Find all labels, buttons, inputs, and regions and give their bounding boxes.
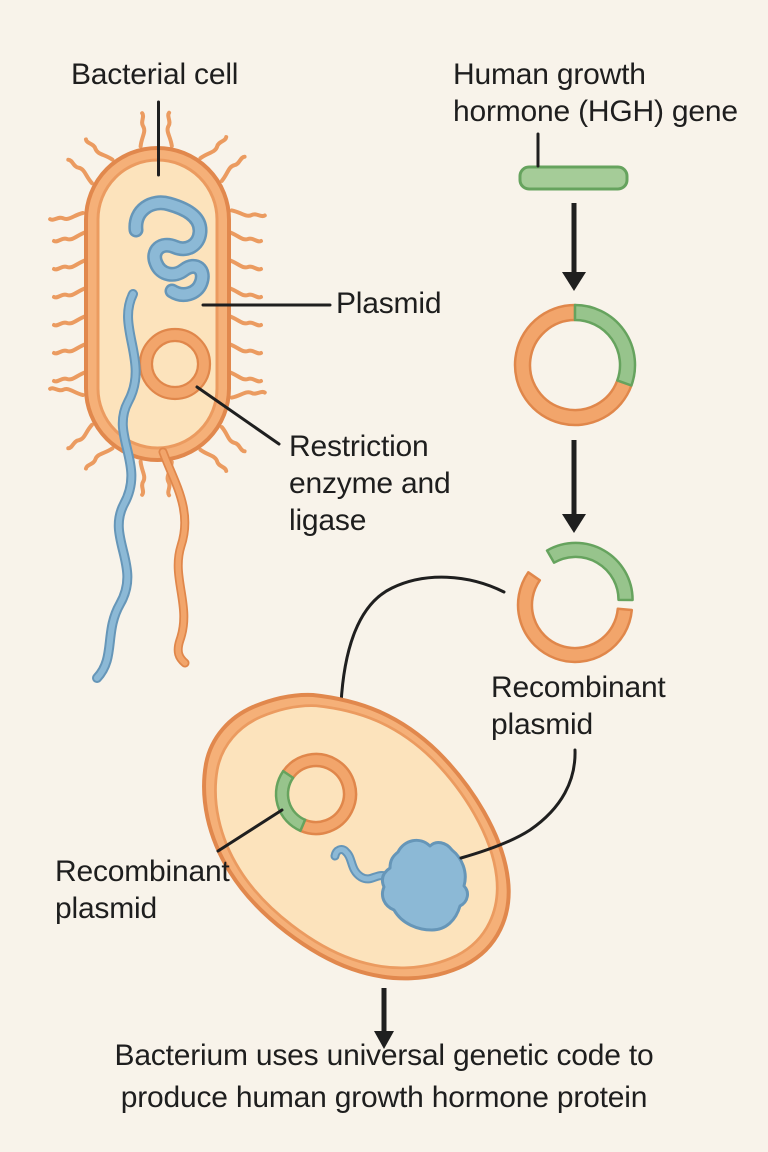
plasmid-segment: [513, 303, 633, 427]
bean-cell-cytoplasm: [214, 704, 499, 970]
recombinant-plasmid-right-leader-line: [459, 748, 577, 860]
hgh-gene-label: Human growth hormone (HGH) gene: [453, 58, 738, 128]
recombinant-plasmid-label-left: Recombinant plasmid: [55, 855, 230, 925]
arrow-down-icon: [374, 988, 394, 1049]
pilus: [66, 157, 94, 186]
pilus: [52, 342, 88, 356]
restriction-enzyme-leader-line: [195, 385, 281, 446]
pilus: [48, 211, 85, 222]
pilus: [52, 230, 88, 244]
plasmid-segment: [516, 571, 634, 664]
plasmid-with-gene-ring: [513, 303, 637, 427]
pilus: [227, 230, 263, 244]
restriction-enzyme-label: Restriction enzyme and ligase: [289, 430, 451, 537]
plasmid-label: Plasmid: [336, 287, 442, 320]
recombinant-plasmid-label-right: Recombinant plasmid: [491, 671, 666, 741]
pilus: [229, 208, 267, 219]
arrow-down-icon: [562, 203, 586, 291]
pilus: [229, 389, 267, 400]
pilus: [138, 459, 147, 497]
pilus: [66, 422, 94, 451]
pilus: [83, 446, 115, 471]
gene-segment: [545, 541, 634, 602]
arrow-down-icon: [562, 440, 586, 533]
pilus: [48, 386, 85, 397]
plasmid-segment: [281, 752, 358, 836]
pilus: [52, 370, 88, 384]
plasmid-ring: [138, 327, 212, 401]
pilus: [52, 314, 88, 328]
transformed-bacterium-illustration: [202, 692, 511, 981]
caption-text: Bacterium uses universal genetic code to…: [114, 1039, 654, 1114]
recombinant-plasmid-open-ring: [516, 541, 634, 664]
gene-segment: [274, 769, 307, 833]
blue-flagellum: [92, 289, 141, 683]
bacterial-cell-illustration: [48, 110, 267, 683]
pilus: [227, 370, 263, 384]
recombinant-plasmid-left-leader-line: [216, 808, 284, 853]
pilus: [165, 110, 174, 148]
pilus: [219, 154, 247, 183]
hgh-gene-bar: [518, 165, 629, 191]
pilus: [198, 447, 229, 473]
pilus: [227, 342, 263, 356]
pilus: [219, 425, 247, 454]
pilus: [227, 314, 263, 328]
pilus: [52, 258, 88, 272]
bacterial-cell-label: Bacterial cell: [71, 58, 239, 91]
pilus: [198, 135, 229, 161]
gene-segment: [573, 303, 637, 387]
pilus: [138, 111, 147, 149]
recombinant-plasmid-in-cell: [274, 752, 358, 836]
pilus: [52, 286, 88, 300]
bacterial-chromosome: [128, 195, 210, 302]
pilus: [227, 258, 263, 272]
nucleoid-blob: [330, 838, 469, 932]
pilus: [227, 286, 263, 300]
pilus: [83, 137, 115, 162]
orange-flagellum: [158, 447, 190, 668]
